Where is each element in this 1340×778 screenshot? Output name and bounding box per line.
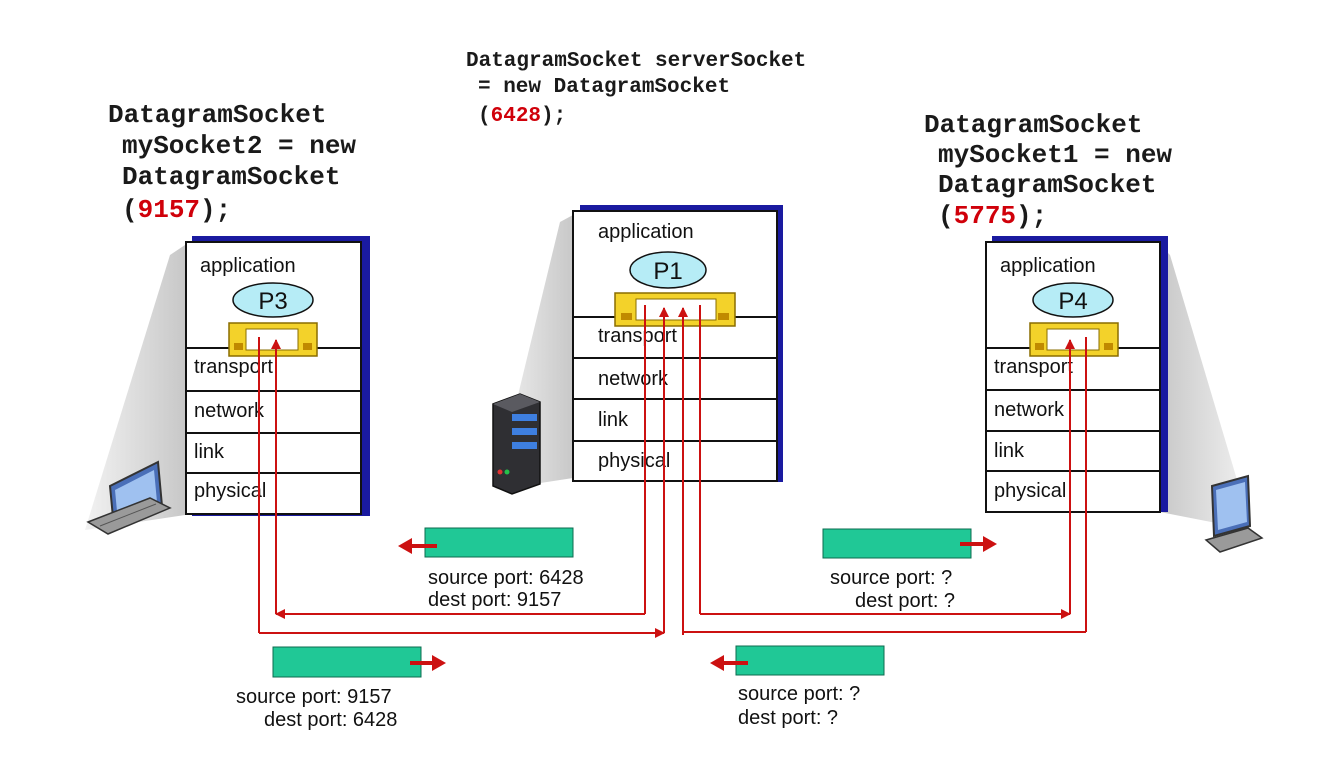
packet-server-to-left-dest: dest port: 9157 <box>428 589 561 611</box>
process-p1-label: P1 <box>653 258 682 285</box>
code-right: DatagramSocket mySocket1 = new DatagramS… <box>924 110 1172 231</box>
process-p4-label: P4 <box>1058 288 1087 315</box>
svg-text:DatagramSocket: DatagramSocket <box>108 100 326 130</box>
left-laptop-icon <box>86 460 172 535</box>
left-layer-application: application <box>200 255 296 277</box>
packet-server-to-left-source: source port: 6428 <box>428 567 584 589</box>
left-layer-network: network <box>194 400 265 422</box>
packet-right-to-server-dest: dest port: ? <box>738 707 838 729</box>
svg-text:DatagramSocket: DatagramSocket <box>938 170 1156 200</box>
left-arrow-icon <box>710 655 724 671</box>
svg-text:(5775);: (5775); <box>938 201 1047 231</box>
server-layer-transport: transport <box>598 325 677 347</box>
left-layer-link: link <box>194 441 225 463</box>
svg-text:mySocket2 = new: mySocket2 = new <box>122 131 356 161</box>
code-left: DatagramSocket mySocket2 = new DatagramS… <box>108 100 356 225</box>
svg-text:DatagramSocket: DatagramSocket <box>924 110 1142 140</box>
code-left-port: 9157 <box>138 195 200 225</box>
process-p1 <box>629 251 707 289</box>
right-layer-network: network <box>994 399 1065 421</box>
svg-text:(9157);: (9157); <box>122 195 231 225</box>
svg-text:= new DatagramSocket: = new DatagramSocket <box>478 76 730 99</box>
server-protocol-stack: application transport network link physi… <box>572 205 783 482</box>
code-center: DatagramSocket serverSocket = new Datagr… <box>466 50 806 128</box>
server-layer-link: link <box>598 409 629 431</box>
left-arrow-icon <box>398 538 412 554</box>
process-p3 <box>232 282 314 318</box>
right-laptop-icon <box>1204 474 1264 553</box>
packet-right-to-server-source: source port: ? <box>738 683 860 705</box>
packet-server-to-right: source port: ? dest port: ? <box>822 528 997 612</box>
left-layer-transport: transport <box>194 356 273 378</box>
packet-server-to-left: source port: 6428 dest port: 9157 <box>398 527 584 611</box>
right-arrow-icon <box>432 655 446 671</box>
right-layer-application: application <box>1000 255 1096 277</box>
code-center-port: 6428 <box>491 105 541 128</box>
packet-right-to-server: source port: ? dest port: ? <box>710 645 885 729</box>
right-host-beam <box>1160 245 1252 530</box>
left-layer-physical: physical <box>194 480 266 502</box>
right-arrow-icon <box>983 536 997 552</box>
code-right-port: 5775 <box>954 201 1016 231</box>
server-tower-icon <box>492 393 541 495</box>
packet-left-to-server-source: source port: 9157 <box>236 686 392 708</box>
server-layer-network: network <box>598 368 669 390</box>
right-layer-link: link <box>994 440 1025 462</box>
process-p4 <box>1032 282 1114 318</box>
svg-text:(6428);: (6428); <box>478 105 566 128</box>
server-layer-application: application <box>598 221 694 243</box>
left-protocol-stack: application transport network link physi… <box>185 236 370 516</box>
svg-text:DatagramSocket serverSocket: DatagramSocket serverSocket <box>466 50 806 73</box>
packet-server-to-right-dest: dest port: ? <box>855 590 955 612</box>
process-p3-label: P3 <box>258 288 287 315</box>
right-layer-transport: transport <box>994 356 1073 378</box>
packet-server-to-right-source: source port: ? <box>830 567 952 589</box>
server-layer-physical: physical <box>598 450 670 472</box>
packet-left-to-server-dest: dest port: 6428 <box>264 709 397 731</box>
left-host-beam <box>85 245 185 530</box>
right-layer-physical: physical <box>994 480 1066 502</box>
packet-left-to-server: source port: 9157 dest port: 6428 <box>236 646 446 731</box>
right-protocol-stack: application transport network link physi… <box>985 236 1168 513</box>
svg-text:mySocket1 = new: mySocket1 = new <box>938 140 1172 170</box>
svg-text:DatagramSocket: DatagramSocket <box>122 162 340 192</box>
delivery-paths <box>258 305 1087 638</box>
